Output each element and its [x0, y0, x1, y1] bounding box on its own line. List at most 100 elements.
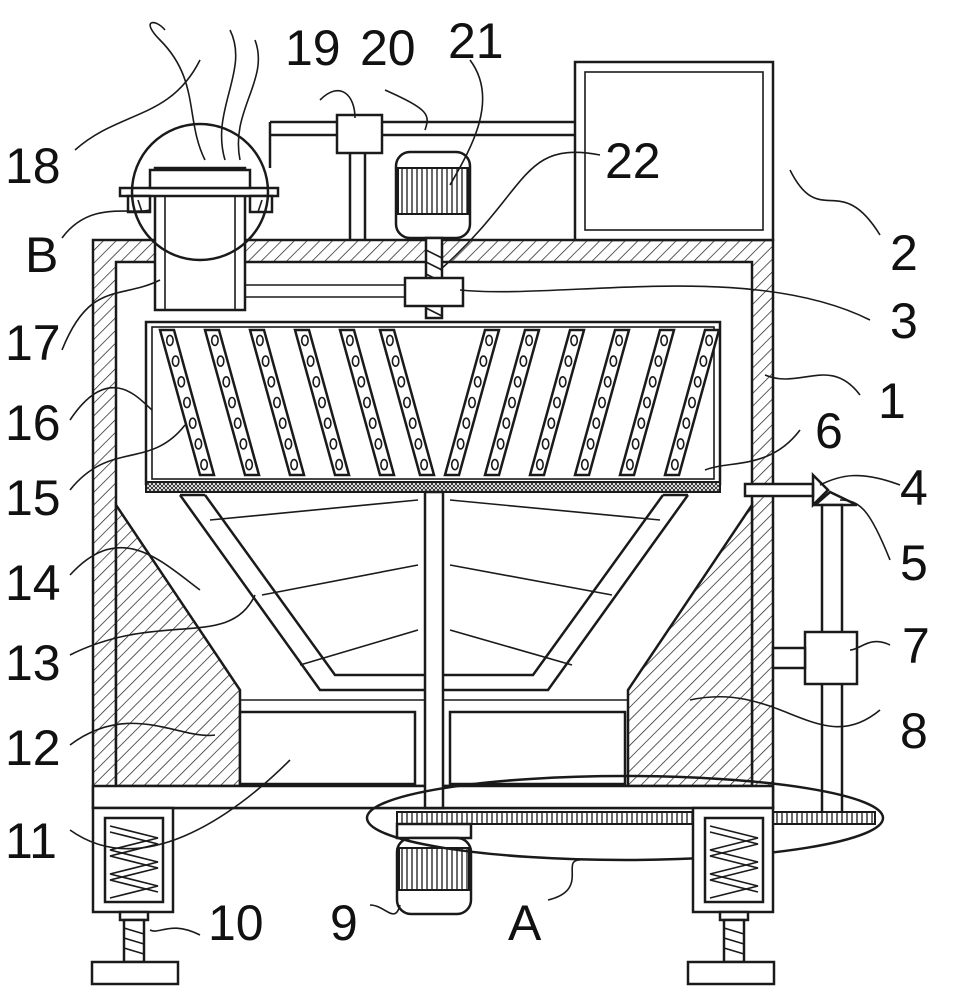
label-15: 15	[5, 470, 61, 526]
inclined-bar	[663, 328, 721, 477]
perforation-hole	[586, 438, 595, 450]
perforation-hole	[391, 355, 400, 367]
perforation-hole	[290, 458, 299, 471]
perforation-hole	[278, 417, 287, 430]
perforation-hole	[473, 375, 482, 388]
perforation-hole	[414, 438, 423, 450]
label-2: 2	[890, 225, 918, 281]
foot-right	[686, 806, 776, 986]
label-11: 11	[5, 813, 57, 869]
label-18: 18	[5, 138, 61, 194]
perforation-hole	[216, 355, 225, 367]
label-10: 10	[208, 895, 264, 951]
perforation-hole	[552, 396, 561, 409]
perforation-hole	[467, 396, 476, 409]
perforation-hole	[699, 355, 708, 367]
perforation-hole	[171, 355, 180, 367]
perforation-hole	[507, 396, 516, 409]
perforation-hole	[570, 334, 579, 347]
perforation-hole	[456, 438, 465, 450]
perforation-hole	[485, 334, 494, 347]
perforation-hole	[580, 458, 589, 471]
perforation-hole	[496, 438, 505, 450]
labels: 1 2 3 4 5 6 7 8 9 10 11 12 13 14 15 16 1…	[5, 13, 930, 951]
inclined-bar	[378, 328, 436, 477]
feed-inlet	[118, 166, 405, 312]
perforation-hole	[380, 458, 389, 471]
label-14: 14	[5, 555, 61, 611]
inclined-bar	[203, 328, 261, 477]
perforation-hole	[272, 396, 281, 409]
pulley	[403, 276, 465, 308]
inclined-bar	[293, 328, 351, 477]
central-shaft	[423, 490, 445, 810]
perforation-hole	[188, 417, 197, 430]
perforation-hole	[300, 334, 309, 347]
perforation-hole	[228, 396, 237, 409]
collection-box-right	[448, 710, 627, 786]
label-16: 16	[5, 395, 61, 451]
perforation-hole	[597, 396, 606, 409]
label-13: 13	[5, 635, 61, 691]
perforation-hole	[357, 375, 366, 388]
perforation-hole	[368, 417, 377, 430]
perforation-hole	[631, 438, 640, 450]
perforation-hole	[513, 375, 522, 388]
inclined-bar	[158, 328, 216, 477]
top-frame	[268, 60, 775, 242]
perforation-hole	[502, 417, 511, 430]
perforation-hole	[233, 417, 242, 430]
perforation-hole	[222, 375, 231, 388]
perforation-hole	[609, 355, 618, 367]
perforation-hole	[323, 417, 332, 430]
label-6: 6	[815, 403, 843, 459]
perforation-hole	[535, 458, 544, 471]
perforation-hole	[603, 375, 612, 388]
perforation-hole	[385, 334, 394, 347]
inclined-bar	[248, 328, 306, 477]
perforation-hole	[194, 438, 203, 450]
perforation-hole	[450, 458, 459, 471]
label-8: 8	[900, 703, 928, 759]
label-1: 1	[878, 373, 906, 429]
label-5: 5	[900, 535, 928, 591]
inclined-bar	[618, 328, 676, 477]
inclined-bar	[443, 328, 501, 477]
perforation-hole	[267, 375, 276, 388]
control-box	[573, 60, 775, 242]
perforation-hole	[705, 334, 714, 347]
perforation-hole	[408, 417, 417, 430]
perforation-hole	[615, 334, 624, 347]
foot-left	[90, 806, 180, 986]
inclined-bars	[158, 328, 721, 477]
label-4: 4	[900, 460, 928, 516]
perforation-hole	[642, 396, 651, 409]
leader-lines	[61, 21, 901, 936]
perforation-hole	[420, 458, 429, 471]
perforation-hole	[693, 375, 702, 388]
perforation-hole	[362, 396, 371, 409]
label-21: 21	[448, 13, 504, 69]
perforation-hole	[547, 417, 556, 430]
perforation-hole	[335, 458, 344, 471]
perforation-hole	[177, 375, 186, 388]
perforation-hole	[541, 438, 550, 450]
perforation-hole	[670, 458, 679, 471]
perforation-hole	[490, 458, 499, 471]
perforation-hole	[519, 355, 528, 367]
perforation-hole	[261, 355, 270, 367]
perforation-hole	[351, 355, 360, 367]
screen-box	[144, 320, 722, 493]
perforation-hole	[462, 417, 471, 430]
perforation-hole	[402, 396, 411, 409]
perforation-hole	[374, 438, 383, 450]
collection-box-left	[238, 710, 417, 786]
perforation-hole	[687, 396, 696, 409]
perforation-hole	[682, 417, 691, 430]
label-17: 17	[5, 315, 61, 371]
perforation-hole	[245, 458, 254, 471]
inclined-bar	[528, 328, 586, 477]
perforation-hole	[479, 355, 488, 367]
